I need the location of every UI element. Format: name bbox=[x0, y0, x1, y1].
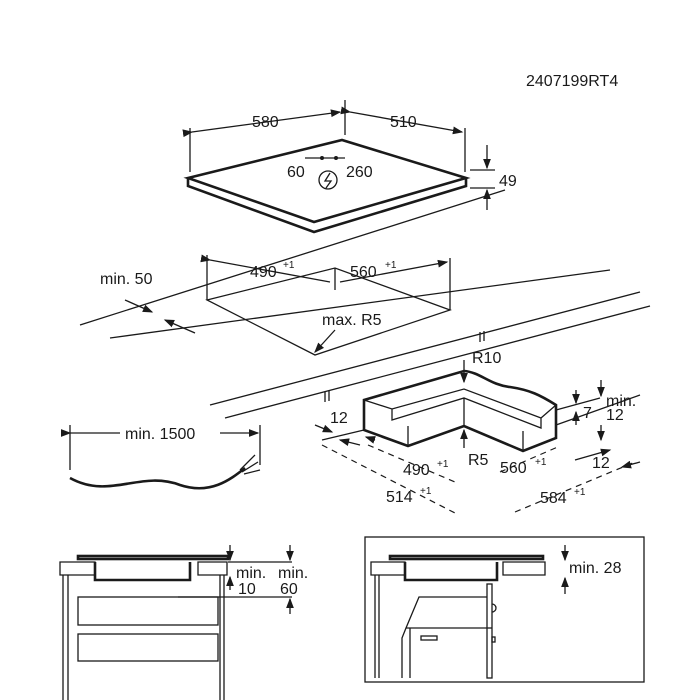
inner-depth: 560 bbox=[500, 460, 527, 477]
frame-min-label: min. bbox=[606, 393, 636, 410]
frame-drawing: R10 R5 12 490 +1 560 +1 514 +1 584 +1 7 … bbox=[314, 350, 641, 514]
hob-height: 49 bbox=[499, 173, 517, 190]
cutout-depth: 560 bbox=[350, 264, 377, 281]
min-depth-label: min. bbox=[278, 565, 308, 582]
frame-radius-top: R10 bbox=[472, 350, 501, 367]
cutout-width: 490 bbox=[250, 264, 277, 281]
hob-width: 580 bbox=[252, 114, 279, 131]
outer-depth: 584 bbox=[540, 490, 567, 507]
frame-side-width: 12 bbox=[330, 410, 348, 427]
worktop-drawing: 490 +1 560 +1 min. 50 max. R5 bbox=[79, 189, 651, 419]
cable-length: min. 1500 bbox=[125, 426, 195, 443]
hob-depth: 510 bbox=[390, 114, 417, 131]
frame-right-width: 12 bbox=[592, 455, 610, 472]
cutout-width-tol: +1 bbox=[283, 260, 295, 271]
min-depth-value: 60 bbox=[280, 581, 298, 598]
outer-width: 514 bbox=[386, 489, 413, 506]
connection-offset-right: 260 bbox=[346, 164, 373, 181]
cable-drawing: min. 1500 bbox=[60, 425, 261, 490]
section-left: min. 10 min. 60 bbox=[59, 545, 308, 700]
inner-width: 490 bbox=[403, 462, 430, 479]
frame-height: 7 bbox=[583, 405, 592, 422]
drawing-code: 2407199RT4 bbox=[526, 73, 618, 90]
section-right: min. 28 bbox=[364, 536, 645, 683]
power-connection-icon bbox=[318, 170, 338, 190]
cable-wire bbox=[69, 466, 246, 490]
cutout-depth-tol: +1 bbox=[385, 260, 397, 271]
hob-drawing: 580 510 49 60 260 bbox=[182, 100, 517, 234]
frame-radius-bottom: R5 bbox=[468, 452, 489, 469]
hob-edge bbox=[186, 178, 468, 234]
max-radius: max. R5 bbox=[322, 312, 382, 329]
inner-width-tol: +1 bbox=[437, 459, 449, 470]
outer-depth-tol: +1 bbox=[574, 487, 586, 498]
outer-width-tol: +1 bbox=[420, 486, 432, 497]
min-front-distance: min. 50 bbox=[100, 271, 153, 288]
min-height-label: min. 28 bbox=[569, 560, 622, 577]
connection-offset-left: 60 bbox=[287, 164, 305, 181]
inner-depth-tol: +1 bbox=[535, 457, 547, 468]
min-gap-value: 10 bbox=[238, 581, 256, 598]
frame-min-value: 12 bbox=[606, 407, 624, 424]
min-gap-label: min. bbox=[236, 565, 266, 582]
